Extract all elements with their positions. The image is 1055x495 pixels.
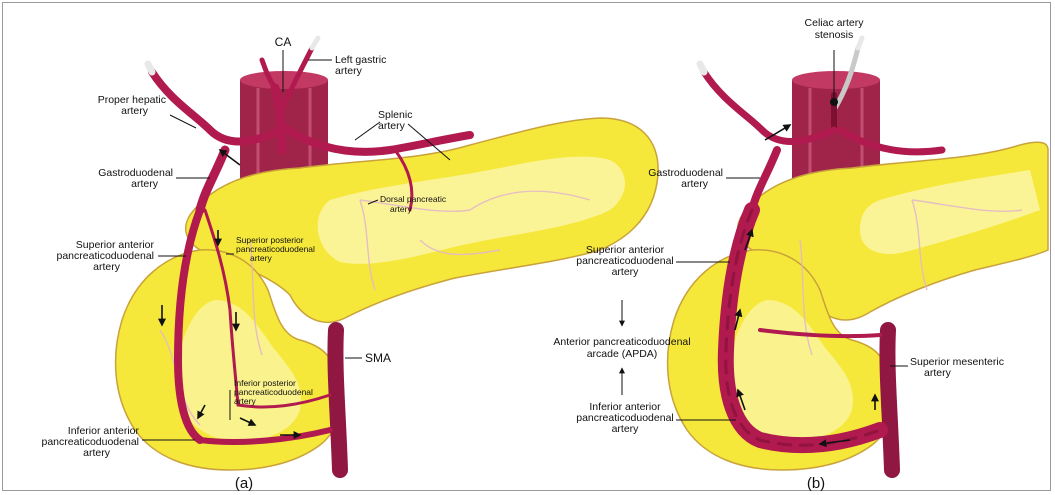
label-dorsal-pancreatic-2: artery bbox=[390, 204, 412, 214]
stenosis-point bbox=[830, 98, 838, 106]
label-gastroduodenal-a-2: artery bbox=[131, 178, 159, 190]
panel-a: CA Left gastric artery Proper hepatic ar… bbox=[42, 35, 659, 492]
pancreas-head-highlight-a bbox=[175, 300, 301, 441]
label-apda-2: arcade (APDA) bbox=[587, 348, 658, 360]
label-sup-mes-2: artery bbox=[924, 367, 952, 379]
label-ca: CA bbox=[275, 35, 292, 49]
panel-b: Celiac artery stenosis Gastroduodenal ar… bbox=[553, 17, 1048, 492]
artery-stumps-b bbox=[700, 38, 862, 72]
sma-a bbox=[335, 330, 340, 470]
label-celiac-stenosis-1: Celiac artery bbox=[805, 17, 865, 29]
caption-b: (b) bbox=[807, 475, 825, 492]
label-sup-post-3: artery bbox=[250, 253, 272, 263]
label-left-gastric-2: artery bbox=[335, 65, 363, 77]
label-proper-hepatic-2: artery bbox=[121, 105, 149, 117]
label-inf-ant-a-3: artery bbox=[83, 447, 111, 459]
label-sup-ant-a-3: artery bbox=[93, 261, 121, 273]
sma-b bbox=[887, 330, 892, 470]
label-sma: SMA bbox=[365, 351, 391, 365]
label-splenic-2: artery bbox=[378, 120, 406, 132]
artery-stumps-a bbox=[148, 38, 318, 72]
label-gastroduodenal-b-2: artery bbox=[681, 178, 709, 190]
label-sup-ant-b-3: artery bbox=[612, 266, 640, 278]
label-apda-1: Anterior pancreaticoduodenal bbox=[553, 336, 690, 348]
label-inf-post-3: artery bbox=[234, 396, 256, 406]
label-inf-ant-b-3: artery bbox=[612, 423, 640, 435]
caption-a: (a) bbox=[235, 475, 253, 492]
label-sup-post-2: pancreaticoduodenal bbox=[236, 244, 315, 254]
label-dorsal-pancreatic-1: Dorsal pancreatic bbox=[380, 194, 447, 204]
label-celiac-stenosis-2: stenosis bbox=[815, 29, 854, 41]
